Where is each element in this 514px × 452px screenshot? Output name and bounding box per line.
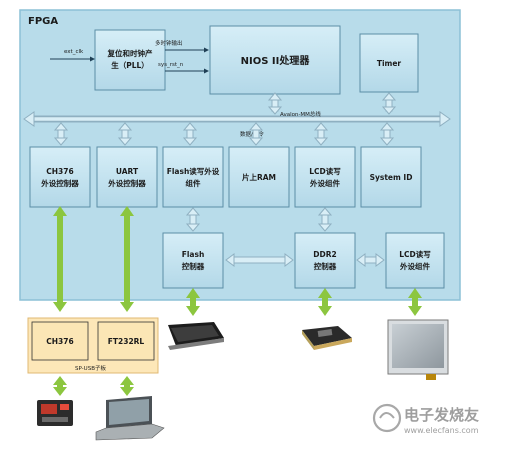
bus-ch376-connector [53,122,69,146]
ddr2-controller-block [294,232,356,289]
multi-clk-arrowhead [204,47,209,53]
lcd-if-line1: LCD读写 [309,166,341,176]
green-arrow-lcd [408,288,422,316]
pll-block [94,29,166,91]
data-instruction-label: 数据/指令 [240,130,264,138]
flash-if-block [162,146,224,208]
ch376-controller-line1: CH376 [46,167,73,176]
board-ch376-chip [31,321,89,361]
onchip-ram-block [228,146,290,208]
pll-label-line2: 生（PLL） [111,60,149,70]
watermark-brand: 电子发烧友 [404,406,479,424]
ch376-controller-block [29,146,91,208]
board-ft232-label: FT232RL [108,337,145,346]
lcd-if-line2: 外设组件 [310,178,340,188]
timer-bus-connector [381,92,397,115]
nios-block [209,25,341,95]
flash-controller-block [162,232,224,289]
timer-label: Timer [377,59,402,68]
avalon-bus-label: Avalon-MM总线 [280,110,321,118]
sysid-block [360,146,422,208]
uart-controller-line2: 外设控制器 [108,178,146,188]
green-arrow-flash [186,288,200,316]
flash-chip-image [168,322,224,350]
board-ft232-chip [97,321,155,361]
green-arrow-ddr2 [318,288,332,316]
flash-if-line2: 组件 [186,178,201,188]
pll-label-line1: 复位和时钟产 [107,48,153,58]
flash-controller-line1: Flash [182,250,205,259]
lcd-if-block [294,146,356,208]
ddr2-chip-image [302,326,352,350]
lcd-component-line2: 外设组件 [400,261,430,271]
nios-bus-connector [267,92,283,115]
fpga-title: FPGA [28,16,58,27]
ddr2-controller-line1: DDR2 [313,250,336,259]
sysid-label: System ID [370,173,413,182]
usb-disk-image [37,400,73,426]
bus-lcd-if-connector [313,122,329,146]
lcd-component-block [385,232,445,289]
green-arrow-usb-disk [53,376,67,396]
lcd-panel-image [387,319,449,380]
flash-controller-line2: 控制器 [182,261,205,271]
uart-controller-block [96,146,158,208]
flash-if-flash-ctrl-connector [185,207,201,232]
bus-ram-connector [248,122,264,146]
sys-rst-arrowhead [204,68,209,74]
watermark: 电子发烧友 www.elecfans.com [372,403,479,435]
nios-label: NIOS II处理器 [241,54,311,67]
ext-clk-label: ext_clk [64,49,84,55]
board-ch376-label: CH376 [46,337,73,346]
flash-if-line1: Flash读写外设 [167,166,220,176]
bus-uart-connector [117,122,133,146]
bus-flash-if-connector [182,122,198,146]
green-arrow-laptop [120,376,134,396]
ddr2-lcd-connector [356,253,385,267]
watermark-logo-icon [372,403,402,433]
green-arrow-uart [120,206,134,312]
avalon-bus-left-head [23,111,35,127]
ext-clk-arrowhead [90,56,95,62]
multi-clk-label: 多时钟输出 [155,39,183,47]
watermark-url: www.elecfans.com [404,426,479,435]
board-caption: SP-USB子板 [75,364,106,372]
avalon-bus-right-head [439,111,451,127]
lcd-component-line1: LCD读写 [399,249,431,259]
green-arrow-ch376 [53,206,67,312]
sys-rst-label: sys_rst_n [158,62,184,68]
ddr2-controller-line2: 控制器 [314,261,337,271]
onchip-ram-label: 片上RAM [242,172,276,182]
uart-controller-line1: UART [116,167,139,176]
timer-block [359,33,419,93]
flash-ddr2-connector [225,253,294,267]
ch376-controller-line2: 外设控制器 [41,178,79,188]
laptop-image [95,396,165,441]
bus-sysid-connector [379,122,395,146]
lcd-if-ddr2-connector [317,207,333,232]
